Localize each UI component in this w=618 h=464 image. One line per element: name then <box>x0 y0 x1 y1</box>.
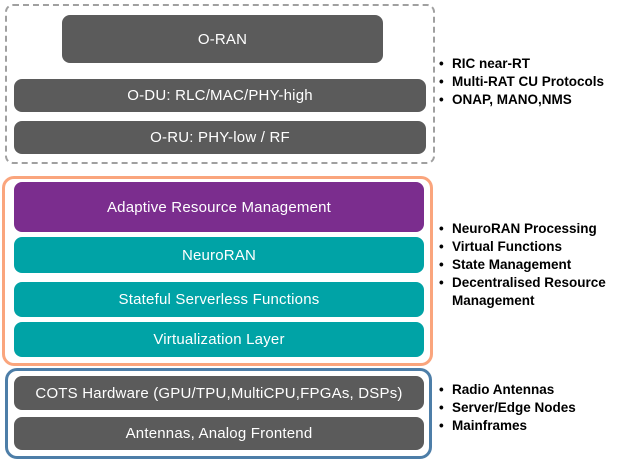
oran-bullet-list: RIC near-RT Multi-RAT CU Protocols ONAP,… <box>438 55 618 109</box>
neuroran-bullet-list: NeuroRAN Processing Virtual Functions St… <box>438 220 618 310</box>
neuroran-section: Adaptive Resource Management NeuroRAN St… <box>2 176 433 366</box>
bullet-item: Virtual Functions <box>438 238 618 256</box>
oru-box: O-RU: PHY-low / RF <box>14 121 426 154</box>
adaptive-resource-management-box: Adaptive Resource Management <box>14 182 424 232</box>
bullet-item: Mainframes <box>438 417 618 435</box>
bullet-item: RIC near-RT <box>438 55 618 73</box>
neuroran-box: NeuroRAN <box>14 237 424 273</box>
bullet-item: Server/Edge Nodes <box>438 399 618 417</box>
oran-section: O-RAN O-DU: RLC/MAC/PHY-high O-RU: PHY-l… <box>5 4 435 164</box>
bullet-item: ONAP, MANO,NMS <box>438 91 618 109</box>
stateful-serverless-functions-box: Stateful Serverless Functions <box>14 282 424 317</box>
virtualization-layer-box: Virtualization Layer <box>14 322 424 357</box>
bullet-item: NeuroRAN Processing <box>438 220 618 238</box>
oran-box: O-RAN <box>62 15 383 63</box>
antennas-analog-frontend-box: Antennas, Analog Frontend <box>14 417 424 450</box>
hardware-section: COTS Hardware (GPU/TPU,MultiCPU,FPGAs, D… <box>5 368 432 459</box>
bullet-item: Decentralised Resource Management <box>438 274 618 310</box>
bullet-item: Radio Antennas <box>438 381 618 399</box>
bullet-item: Multi-RAT CU Protocols <box>438 73 618 91</box>
cots-hardware-box: COTS Hardware (GPU/TPU,MultiCPU,FPGAs, D… <box>14 376 424 410</box>
hardware-bullet-list: Radio Antennas Server/Edge Nodes Mainfra… <box>438 381 618 435</box>
odu-box: O-DU: RLC/MAC/PHY-high <box>14 79 426 112</box>
bullet-item: State Management <box>438 256 618 274</box>
